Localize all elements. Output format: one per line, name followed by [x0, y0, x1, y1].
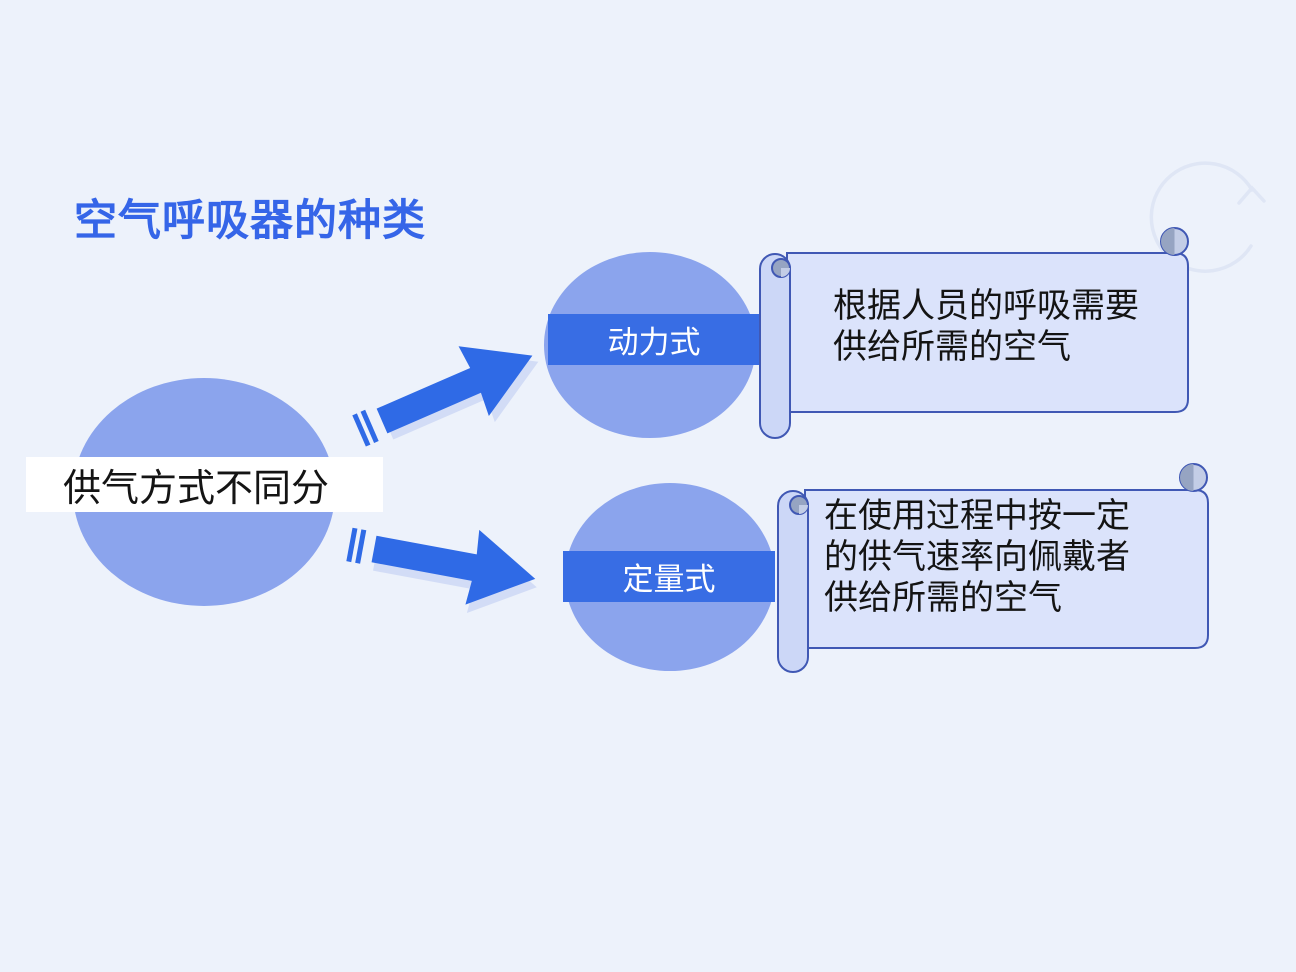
arrow-down-icon — [346, 527, 537, 613]
scroll-roll — [777, 490, 809, 673]
description-line: 在使用过程中按一定 — [824, 497, 1130, 535]
branch-label-quantified: 定量式 — [622, 562, 716, 597]
branch-ellipse-quantified — [563, 483, 775, 671]
root-label-band — [26, 457, 383, 512]
root-ellipse — [26, 378, 383, 606]
scroll-callout-2 — [777, 463, 1209, 673]
rotation-arrow-decoration — [1149, 161, 1266, 273]
branch-band-powered — [548, 314, 760, 365]
branch-description-powered: 根据人员的呼吸需要 供给所需的空气 — [833, 286, 1139, 368]
branch-ellipse-powered — [544, 252, 760, 438]
scroll-roll — [759, 253, 791, 439]
description-line: 供给所需的空气 — [833, 328, 1071, 366]
branch-label-powered: 动力式 — [607, 325, 701, 360]
slide-title: 空气呼吸器的种类 — [74, 197, 426, 245]
branch-description-quantified: 在使用过程中按一定 的供气速率向佩戴者 供给所需的空气 — [824, 496, 1130, 619]
scroll-callout-1 — [759, 227, 1189, 439]
description-line: 的供气速率向佩戴者 — [824, 538, 1130, 576]
description-line: 根据人员的呼吸需要 — [833, 287, 1139, 325]
scroll-body — [804, 489, 1209, 649]
root-node-label: 供气方式不同分 — [63, 468, 330, 510]
arrow-up-icon — [352, 346, 539, 447]
branch-band-quantified — [563, 551, 775, 602]
description-line: 供给所需的空气 — [824, 579, 1062, 617]
